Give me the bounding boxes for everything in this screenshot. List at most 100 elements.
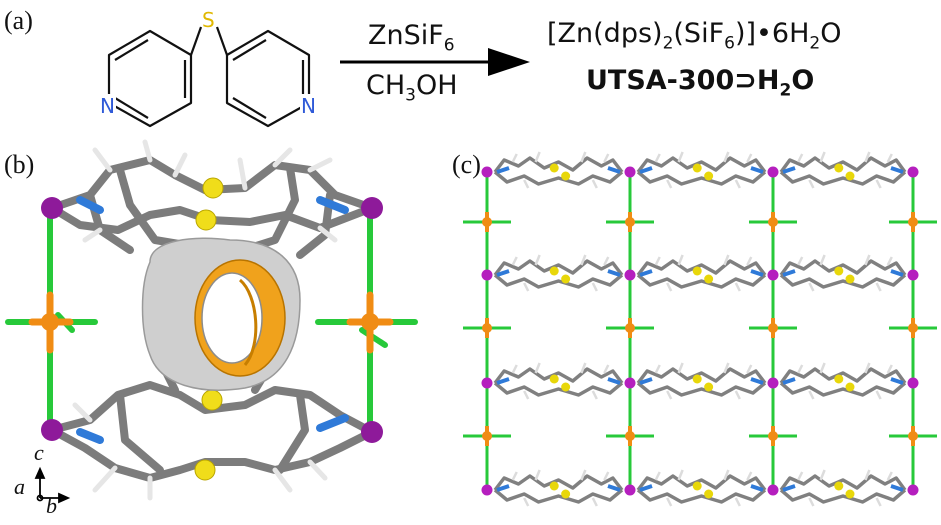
zinc-atom [624, 377, 636, 389]
reagent-zinc-salt: ZnSiF6 [368, 20, 455, 56]
ligand-skeleton [636, 170, 767, 186]
ligand-skeleton [636, 488, 767, 504]
silicon-atom [908, 217, 918, 227]
hydrogen-bond [864, 469, 871, 481]
ligand-skeleton [493, 273, 624, 289]
hydrogen-bond [603, 153, 610, 163]
hydrogen-bond [808, 179, 815, 189]
ligand-skeleton [779, 474, 907, 492]
hydrogen-bond [580, 254, 587, 266]
ligand-skeleton [636, 156, 767, 174]
nitrogen-atom [750, 166, 764, 174]
ligand-skeleton [779, 156, 907, 174]
hydrogen-bond [603, 471, 610, 481]
zinc-atom [767, 269, 779, 281]
hydrogen-bond [746, 364, 753, 374]
hydrogen-bond [808, 390, 815, 400]
nitrogen-atom [607, 484, 621, 492]
hydrogen-bond [666, 390, 673, 400]
silicon-atom [908, 431, 918, 441]
hydrogen-bond [734, 179, 741, 189]
sulfur-atom [561, 489, 571, 499]
hydrogen-bond [797, 364, 804, 374]
hydrogen-bond [797, 256, 804, 266]
hydrogen-bond [580, 151, 587, 163]
zinc-atom [481, 166, 493, 178]
nitrogen-atom [750, 377, 764, 385]
nitrogen-atom [496, 484, 510, 492]
sulfur-atom [845, 489, 855, 499]
axis-c-label: c [34, 440, 44, 465]
hydrogen-bond [808, 282, 815, 292]
zinc-atom [767, 377, 779, 389]
hydrogen-bond [677, 254, 684, 266]
ligand-skeleton [493, 170, 624, 186]
hydrogen-bond [666, 497, 673, 507]
hydrogen-bond [723, 469, 730, 481]
ligand-skeleton [779, 259, 907, 277]
hydrogen-bond [654, 471, 661, 481]
ligand-skeleton [636, 381, 767, 397]
ligand-skeleton [493, 259, 624, 277]
hydrogen-bond [723, 254, 730, 266]
sulfur-atom [834, 481, 844, 491]
hydrogen-bond [746, 471, 753, 481]
ligand-skeleton [636, 273, 767, 289]
ligand-skeleton [779, 367, 907, 385]
nitrogen-atom [890, 484, 904, 492]
panel-label-b: (b) [4, 150, 35, 179]
ligand-skeleton [779, 170, 907, 186]
hydrogen-bond [591, 282, 598, 292]
hydrogen-bond [534, 151, 541, 163]
silicon-atom [768, 431, 778, 441]
nitrogen-atom [782, 377, 796, 385]
zinc-atom [624, 166, 636, 178]
sulfur-atom [692, 374, 702, 384]
hydrogen-bond [819, 254, 826, 266]
hydrogen-bond [580, 362, 587, 374]
hydrogen-bond [864, 254, 871, 266]
nitrogen-atom [496, 377, 510, 385]
nitrogen-atom [750, 269, 764, 277]
hydrogen-bond [523, 282, 530, 292]
sulfur-atom [561, 274, 571, 284]
hydrogen-bond [864, 362, 871, 374]
nitrogen-atom [782, 166, 796, 174]
ligand-skeleton [779, 273, 907, 289]
hydrogen-bond [666, 179, 673, 189]
nitrogen-atom [890, 269, 904, 277]
hydrogen-bond [875, 497, 882, 507]
ligand-skeleton [636, 259, 767, 277]
silicon-atom [482, 431, 492, 441]
sulfur-atom [834, 374, 844, 384]
ligand-skeleton [493, 488, 624, 504]
hydrogen-bond [734, 282, 741, 292]
silicon-atom [625, 217, 635, 227]
nitrogen-right-label: N [300, 94, 317, 118]
hydrogen-bond [886, 153, 893, 163]
hydrogen-bond [886, 364, 893, 374]
ligand-skeleton [779, 381, 907, 397]
nitrogen-atom [639, 377, 653, 385]
sulfur-atom [549, 374, 559, 384]
hydrogen-bond [875, 282, 882, 292]
reagent-solvent: CH3OH [366, 70, 458, 106]
sulfur-atom [845, 171, 855, 181]
nitrogen-atom [890, 377, 904, 385]
hydrogen-bond [886, 471, 893, 481]
sulfur-atom [704, 489, 714, 499]
nitrogen-atom [782, 269, 796, 277]
hydrogen-bond [654, 364, 661, 374]
ligand-skeleton [636, 474, 767, 492]
hydrogen-bond [734, 390, 741, 400]
hydrogen-bond [875, 390, 882, 400]
hydrogen-bond [511, 256, 518, 266]
silicon-atom [768, 217, 778, 227]
sulfur-atom [549, 163, 559, 173]
zinc-atom [767, 166, 779, 178]
hydrogen-bond [677, 469, 684, 481]
ligand-skeleton [493, 381, 624, 397]
